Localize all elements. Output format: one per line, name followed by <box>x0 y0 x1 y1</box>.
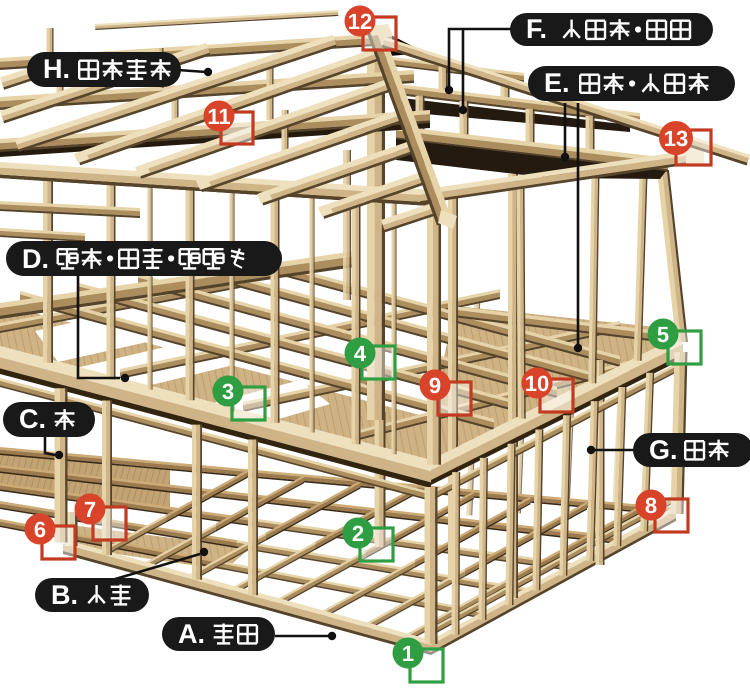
svg-text:10: 10 <box>525 371 549 396</box>
svg-text:1: 1 <box>402 641 414 666</box>
svg-text:H.: H. <box>43 54 70 84</box>
svg-text:8: 8 <box>645 493 657 518</box>
svg-text:B.: B. <box>51 580 78 610</box>
svg-text:4: 4 <box>354 341 367 366</box>
svg-text:G.: G. <box>649 435 678 465</box>
svg-text:9: 9 <box>429 373 441 398</box>
svg-text:6: 6 <box>34 517 46 542</box>
svg-text:C.: C. <box>19 404 46 434</box>
svg-text:11: 11 <box>207 104 230 129</box>
svg-text:3: 3 <box>222 379 234 404</box>
svg-text:F.: F. <box>526 14 547 44</box>
svg-text:13: 13 <box>664 126 688 151</box>
svg-text:2: 2 <box>352 521 364 546</box>
svg-text:5: 5 <box>657 322 669 347</box>
svg-text:12: 12 <box>348 9 372 34</box>
svg-text:7: 7 <box>84 497 96 522</box>
svg-text:E.: E. <box>544 68 570 98</box>
svg-text:D.: D. <box>22 244 49 274</box>
svg-text:A.: A. <box>178 619 205 649</box>
